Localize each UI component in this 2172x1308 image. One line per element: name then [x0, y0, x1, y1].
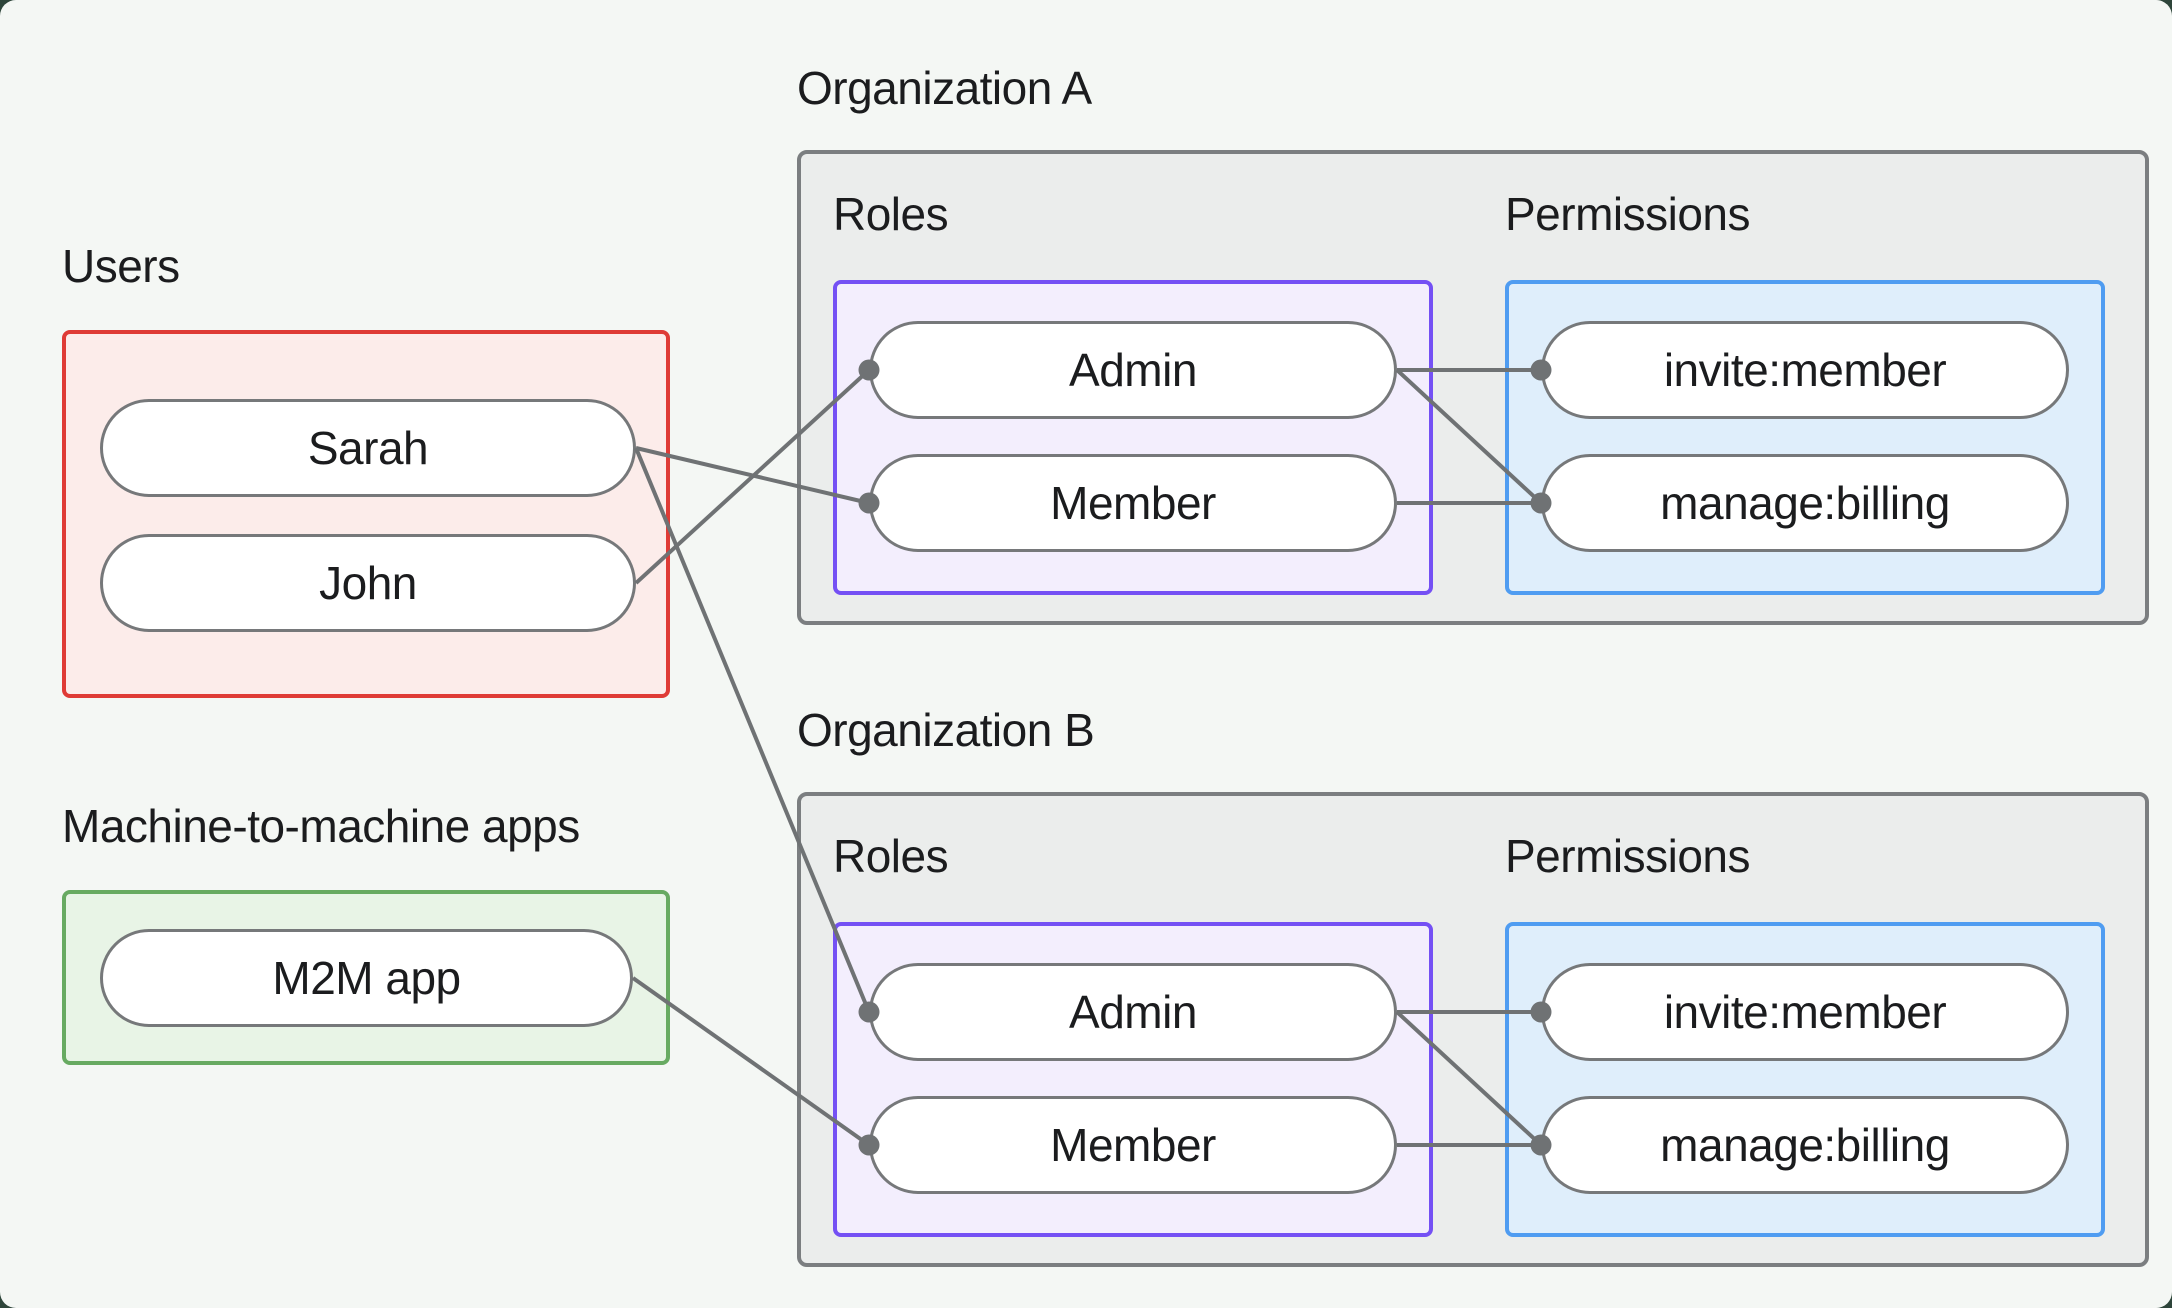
users-group-box	[62, 330, 670, 698]
org-b-role-member: Member	[869, 1096, 1397, 1194]
permission-label: manage:billing	[1660, 1119, 1950, 1171]
role-label: Member	[1050, 477, 1216, 529]
org-a-role-member: Member	[869, 454, 1397, 552]
permission-label: manage:billing	[1660, 477, 1950, 529]
m2m-group-label: Machine-to-machine apps	[62, 800, 580, 852]
org-a-permission-manage-billing: manage:billing	[1541, 454, 2069, 552]
org-b-roles-label: Roles	[833, 830, 949, 882]
role-label: Member	[1050, 1119, 1216, 1171]
permission-label: invite:member	[1663, 344, 1947, 396]
org-a-permissions-label: Permissions	[1505, 188, 1751, 240]
m2m-node-label: M2M app	[272, 952, 461, 1004]
permission-label: invite:member	[1663, 986, 1947, 1038]
user-node-label: John	[319, 557, 417, 609]
m2m-node: M2M app	[100, 929, 633, 1027]
role-label: Admin	[1069, 344, 1197, 396]
org-b-title: Organization B	[797, 704, 1095, 756]
org-a-roles-label: Roles	[833, 188, 949, 240]
user-node-label: Sarah	[307, 422, 429, 474]
users-group-label: Users	[62, 240, 180, 292]
role-label: Admin	[1069, 986, 1197, 1038]
org-a-role-admin: Admin	[869, 321, 1397, 419]
user-node-john: John	[100, 534, 636, 632]
org-b-permission-manage-billing: manage:billing	[1541, 1096, 2069, 1194]
org-b-permissions-label: Permissions	[1505, 830, 1751, 882]
user-node-sarah: Sarah	[100, 399, 636, 497]
org-a-permission-invite-member: invite:member	[1541, 321, 2069, 419]
org-a-title: Organization A	[797, 62, 1092, 114]
org-b-role-admin: Admin	[869, 963, 1397, 1061]
org-b-permission-invite-member: invite:member	[1541, 963, 2069, 1061]
